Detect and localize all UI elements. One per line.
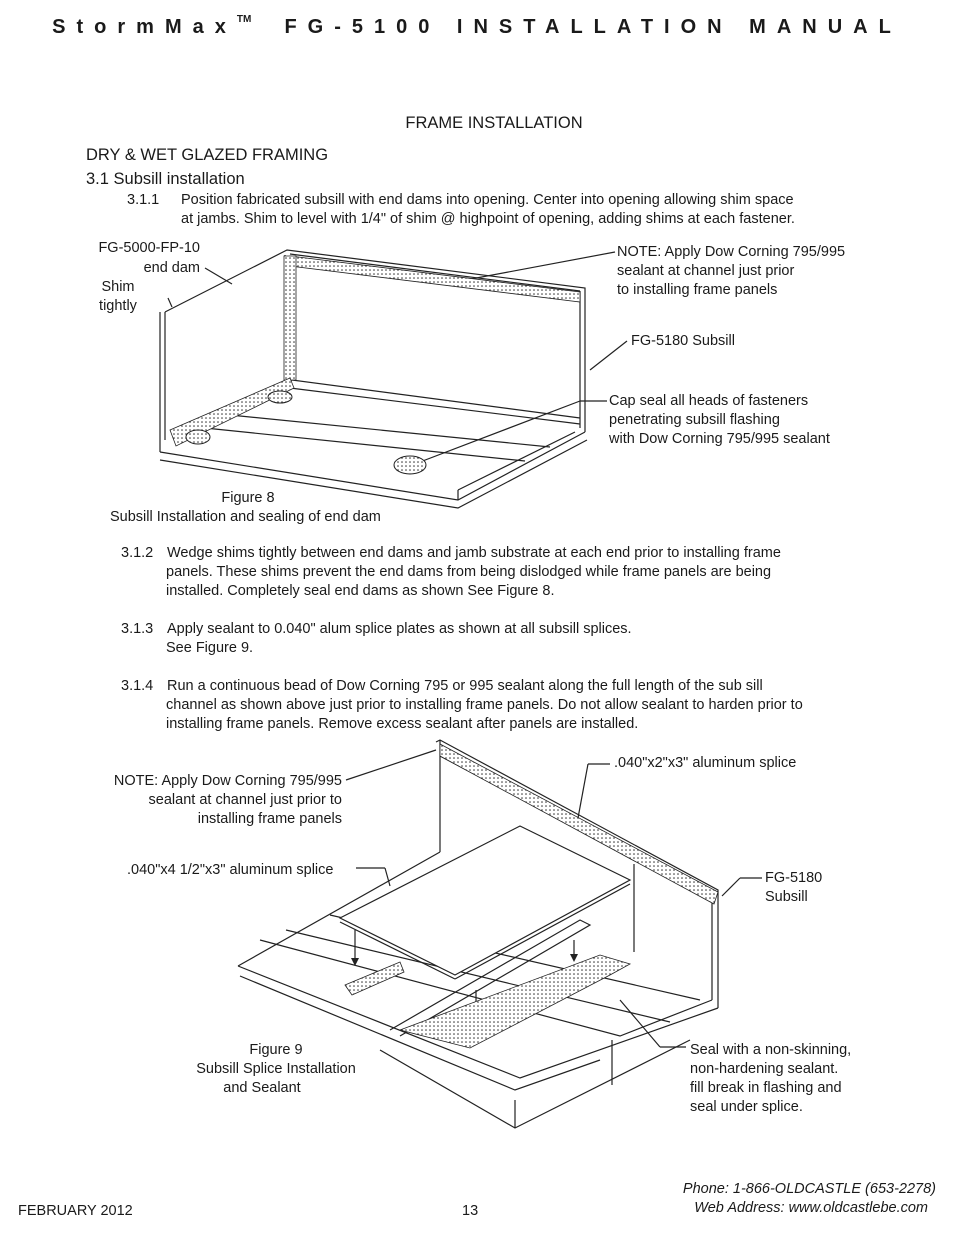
fig9-subsill-2: Subsill — [765, 889, 808, 905]
section-title: FRAME INSTALLATION — [405, 114, 583, 132]
fig8-shim-label-2: tightly — [99, 298, 137, 314]
fig8-cap-2: penetrating subsill flashing — [609, 412, 780, 428]
fig9-note-1: NOTE: Apply Dow Corning 795/995 — [113, 773, 342, 789]
fig9-splice-small-label: .040"x2"x3" aluminum splice — [614, 755, 797, 771]
page-number: 13 — [462, 1203, 479, 1219]
brand-name: StormMax — [52, 16, 237, 38]
fig8-enddam-label-2: end dam — [143, 260, 200, 276]
section-heading: 3.1 Subsill installation — [86, 170, 245, 188]
fig9-caption-2: Subsill Splice Installation — [196, 1061, 356, 1077]
fig9-seal-2: non-hardening sealant. — [690, 1061, 839, 1077]
step-text: Wedge shims tightly between end dams and… — [167, 545, 781, 561]
manual-header: StormMaxTM FG-5100 INSTALLATION MANUAL — [0, 14, 954, 39]
step-number: 3.1.2 — [121, 545, 154, 561]
fig9-note-3: installing frame panels — [197, 811, 342, 827]
fig9-caption-3: and Sealant — [223, 1080, 301, 1096]
step-text: Run a continuous bead of Dow Corning 795… — [167, 678, 763, 694]
fig9-seal-1: Seal with a non-skinning, — [690, 1042, 852, 1058]
fig9-subsill-1: FG-5180 — [765, 870, 823, 886]
fig8-caption-1: Figure 8 — [221, 490, 275, 506]
step-3-1-3: 3.1.3 Apply sealant to 0.040" alum splice… — [121, 620, 632, 639]
fig8-note-2: sealant at channel just prior — [617, 263, 795, 279]
step-number: 3.1.3 — [121, 621, 154, 637]
step-3-1-2-cont-1: panels. These shims prevent the end dams… — [166, 564, 772, 580]
step-number: 3.1.4 — [121, 678, 154, 694]
figure-8-drawing — [159, 249, 628, 509]
step-3-1-1: 3.1.1 Position fabricated subsill with en… — [127, 191, 794, 210]
step-3-1-4: 3.1.4 Run a continuous bead of Dow Cornin… — [121, 677, 763, 696]
fig8-note-3: to installing frame panels — [617, 282, 778, 298]
step-text: Position fabricated subsill with end dam… — [181, 192, 794, 208]
figure-9-drawing — [237, 739, 762, 1129]
fig9-caption-1: Figure 9 — [249, 1042, 303, 1058]
step-3-1-1-cont: at jambs. Shim to level with 1/4" of shi… — [181, 211, 795, 227]
step-3-1-4-cont-2: installing frame panels. Remove excess s… — [166, 716, 639, 732]
subheading: DRY & WET GLAZED FRAMING — [86, 146, 329, 164]
fig9-seal-3: fill break in flashing and — [690, 1080, 842, 1096]
fig8-cap-3: with Dow Corning 795/995 sealant — [609, 431, 830, 447]
fig8-cap-1: Cap seal all heads of fasteners — [609, 393, 809, 409]
fig8-caption-2: Subsill Installation and sealing of end … — [110, 509, 381, 525]
fig9-seal-4: seal under splice. — [690, 1099, 803, 1115]
manual-title: FG-5100 INSTALLATION MANUAL — [284, 16, 902, 38]
step-3-1-3-cont: See Figure 9. — [166, 640, 254, 656]
fig8-enddam-label-1: FG-5000-FP-10 — [98, 240, 200, 256]
fig9-splice-large-label: .040"x4 1/2"x3" aluminum splice — [127, 862, 334, 878]
fig8-subsill-label: FG-5180 Subsill — [631, 333, 735, 349]
footer-date: FEBRUARY 2012 — [18, 1203, 133, 1219]
step-3-1-4-cont-1: channel as shown above just prior to ins… — [166, 697, 803, 713]
footer-phone: Phone: 1-866-OLDCASTLE (653-2278) — [682, 1181, 936, 1197]
step-number: 3.1.1 — [127, 192, 160, 208]
fig9-note-2: sealant at channel just prior to — [148, 792, 342, 808]
step-3-1-2: 3.1.2 Wedge shims tightly between end dam… — [121, 544, 781, 563]
step-3-1-2-cont-2: installed. Completely seal end dams as s… — [166, 583, 555, 599]
trademark: TM — [236, 14, 252, 25]
fig8-shim-label-1: Shim — [101, 279, 135, 295]
step-text: Apply sealant to 0.040" alum splice plat… — [167, 621, 632, 637]
fig8-note-1: NOTE: Apply Dow Corning 795/995 — [617, 244, 846, 260]
footer-web: Web Address: www.oldcastlebe.com — [694, 1200, 928, 1216]
